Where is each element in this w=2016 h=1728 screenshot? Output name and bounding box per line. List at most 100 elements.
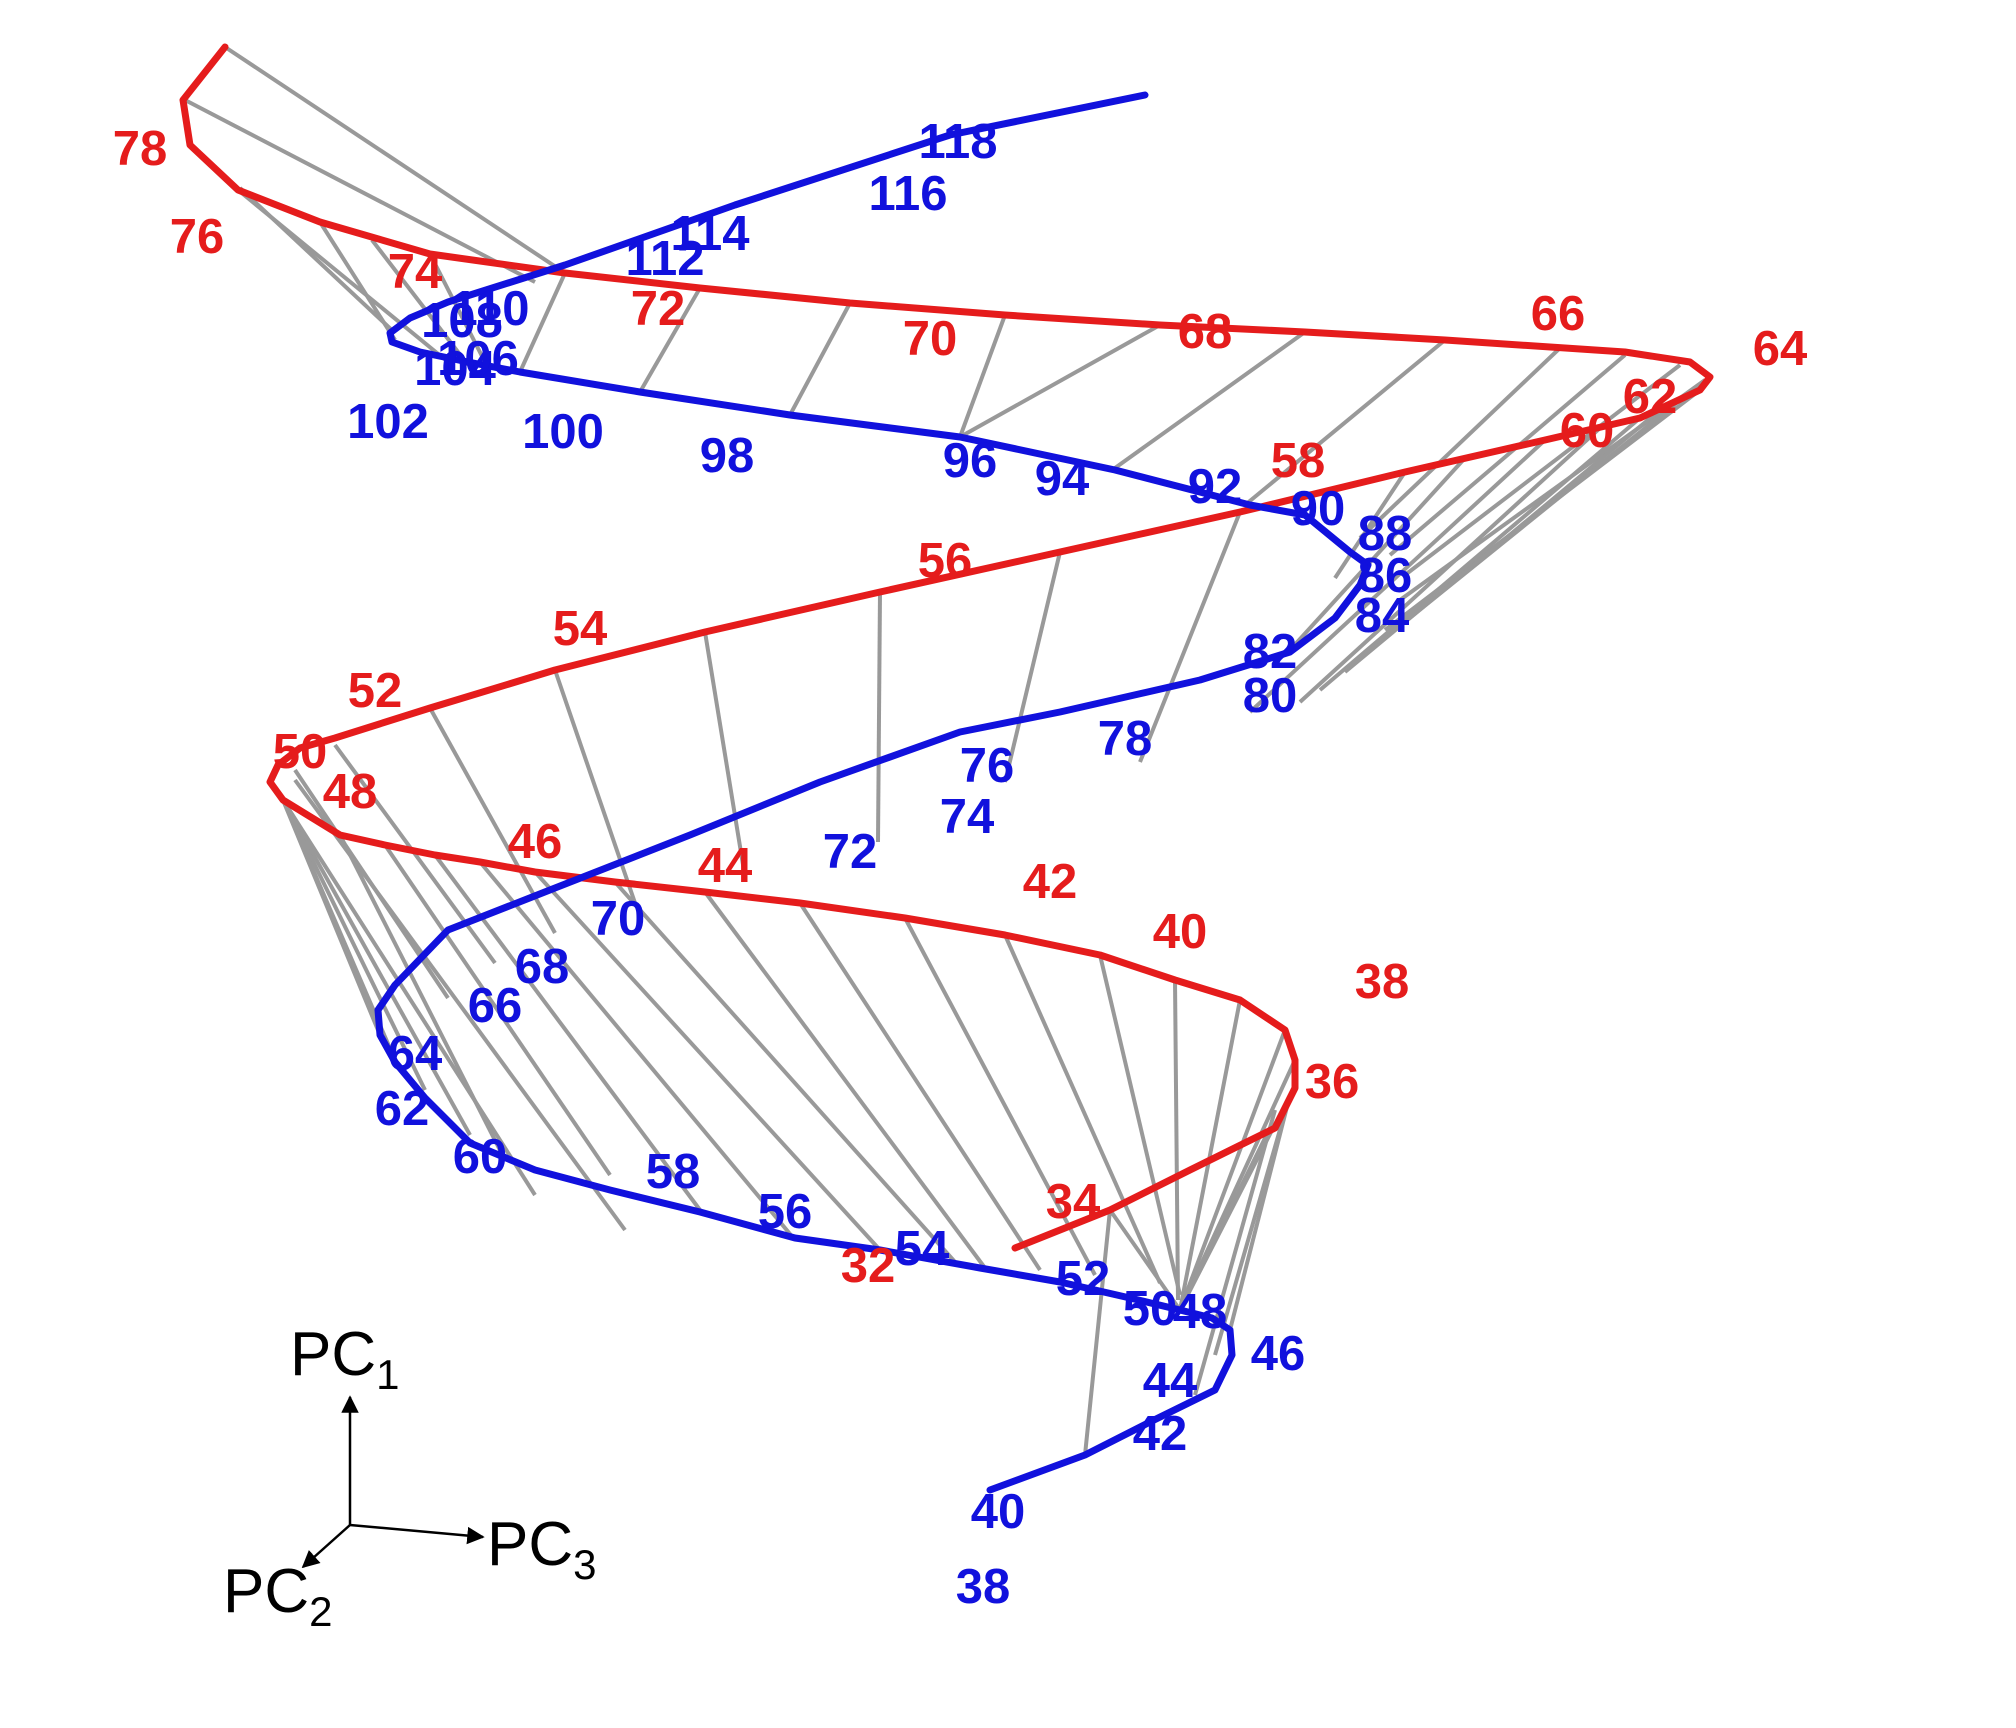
link-line <box>903 917 1097 1276</box>
point-label: 40 <box>971 1485 1026 1539</box>
link-line <box>553 669 637 904</box>
link-line <box>383 843 612 1177</box>
point-label: 88 <box>1358 507 1413 561</box>
link-line <box>703 890 987 1270</box>
link-line <box>1178 1127 1272 1311</box>
link-line <box>1343 408 1662 674</box>
red-point-labels: 3234363840424446485052545658606264666870… <box>113 122 1808 1293</box>
link-line <box>1248 438 1547 714</box>
link-line <box>638 287 702 393</box>
link-line <box>1318 416 1642 692</box>
point-label: 48 <box>323 765 378 819</box>
link-line <box>338 834 507 1161</box>
link-line <box>958 314 1007 438</box>
link-line <box>1193 1109 1277 1396</box>
blue-trajectory-line <box>374 91 1372 1494</box>
point-label: 84 <box>1355 589 1410 643</box>
red-trajectory-line <box>179 43 1714 1252</box>
link-line <box>1403 363 1682 577</box>
point-label: 118 <box>918 115 997 169</box>
point-label: 50 <box>273 725 328 779</box>
point-label: 54 <box>895 1222 950 1276</box>
point-label: 70 <box>591 892 646 946</box>
link-line <box>788 302 852 416</box>
link-line <box>428 253 490 369</box>
link-line <box>478 860 797 1242</box>
point-label: 64 <box>1753 322 1808 376</box>
link-line <box>1083 1209 1112 1456</box>
point-label: 80 <box>1243 669 1298 723</box>
point-label: 50 <box>1123 1282 1178 1336</box>
point-label: 106 <box>437 332 519 386</box>
pc2-axis-label: PC2 <box>223 1557 333 1635</box>
point-label: 42 <box>1023 855 1078 909</box>
link-line <box>1178 999 1242 1311</box>
point-label: 58 <box>646 1145 701 1199</box>
link-line <box>1178 1029 1287 1311</box>
point-label: 100 <box>522 405 604 459</box>
point-label: 60 <box>453 1130 508 1184</box>
point-label: 56 <box>758 1185 813 1239</box>
point-label: 96 <box>943 434 998 488</box>
link-line <box>281 799 382 1036</box>
point-label: 38 <box>956 1560 1011 1614</box>
point-label: 58 <box>1271 434 1326 488</box>
point-label: 42 <box>1133 1407 1188 1461</box>
point-label: 60 <box>1560 404 1615 458</box>
link-line <box>1003 934 1162 1284</box>
point-label: 36 <box>1305 1055 1360 1109</box>
point-label: 52 <box>348 664 403 718</box>
link-line <box>1108 1208 1182 1312</box>
point-label: 38 <box>1355 955 1410 1009</box>
link-line <box>1358 346 1562 540</box>
link-line <box>613 880 957 1264</box>
point-label: 62 <box>375 1082 430 1136</box>
point-label: 68 <box>1178 305 1233 359</box>
link-line <box>1173 979 1180 1301</box>
link-line <box>1288 456 1467 652</box>
point-label: 86 <box>1358 549 1413 603</box>
point-label: 46 <box>1251 1327 1306 1381</box>
link-line <box>281 799 427 1091</box>
link-line <box>1113 330 1307 470</box>
link-line <box>1298 426 1602 704</box>
point-label: 98 <box>700 429 755 483</box>
pc1-axis-label: PC1 <box>290 1320 400 1398</box>
point-label: 46 <box>508 815 563 869</box>
point-label: 70 <box>903 312 958 366</box>
point-label: 104 <box>414 342 496 396</box>
link-line <box>1243 338 1447 507</box>
point-label: 44 <box>1143 1354 1198 1408</box>
point-label: 44 <box>698 839 753 893</box>
link-line <box>223 45 567 275</box>
point-label: 116 <box>868 167 947 221</box>
link-line <box>798 901 1042 1272</box>
point-label: 112 <box>625 232 704 286</box>
point-label: 72 <box>823 825 878 879</box>
axis-indicator: PC1 PC3 PC2 <box>223 1320 597 1635</box>
point-label: 74 <box>388 245 443 299</box>
point-label: 54 <box>553 602 608 656</box>
point-label: 48 <box>1173 1285 1228 1339</box>
pc3-axis-arrow <box>349 1523 485 1545</box>
point-label: 102 <box>347 395 429 449</box>
link-line <box>1213 1094 1292 1356</box>
point-label: 78 <box>113 122 168 176</box>
link-line <box>1003 551 1062 783</box>
link-line <box>281 798 537 1197</box>
point-label: 78 <box>1098 712 1153 766</box>
link-line <box>318 220 397 342</box>
link-line <box>1388 353 1627 557</box>
point-label: 64 <box>388 1027 443 1081</box>
point-label: 40 <box>1153 905 1208 959</box>
point-label: 92 <box>1188 460 1243 514</box>
point-label: 34 <box>1046 1175 1101 1229</box>
link-line <box>959 323 1161 439</box>
link-line <box>1138 511 1242 763</box>
point-label: 114 <box>670 207 749 261</box>
pc3-axis-label: PC3 <box>487 1510 597 1588</box>
point-label: 56 <box>918 534 973 588</box>
link-line <box>370 238 470 367</box>
